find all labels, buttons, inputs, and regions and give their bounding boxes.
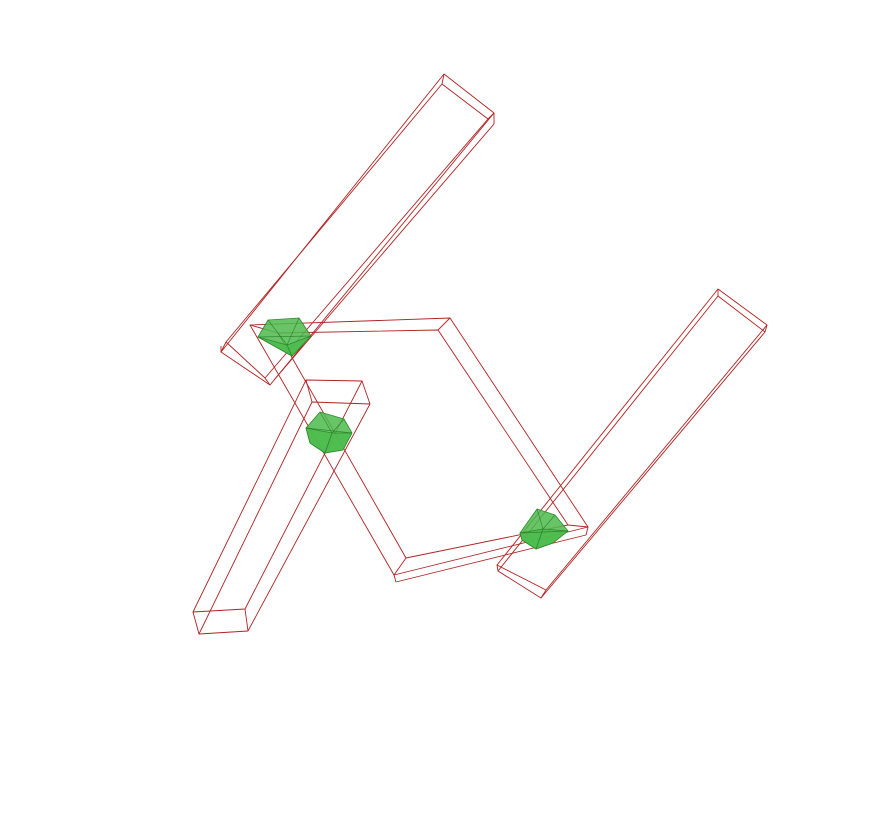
joint-cube-face [286,335,312,357]
joint-edge [257,335,312,338]
link-edge [273,123,495,381]
joint-edge [519,530,569,534]
link-edge [764,324,768,333]
link-right-arm[interactable] [496,288,768,599]
joint-bottom-right[interactable] [519,508,569,550]
link-edge [264,377,271,386]
joint-edge [319,411,333,434]
frame-edge [395,534,587,583]
link-edge [441,73,445,85]
link-edge [220,341,227,353]
joint-cube-face [535,528,569,550]
frame-edge [567,524,589,528]
link-edge [487,112,495,120]
frame-edge [393,574,397,583]
link-edge [361,380,371,405]
joint-edge [542,514,556,530]
link-center-frame[interactable] [249,317,589,583]
frame-edge [393,557,407,576]
joint-top-left[interactable] [257,317,312,357]
joint-edge [267,319,288,346]
joint-edge [305,427,353,434]
frame-edge [585,526,589,536]
joint-edge [331,418,345,434]
joint-center[interactable] [305,411,353,454]
link-edge [540,589,547,599]
link-lower-left-arm[interactable] [192,379,371,635]
link-edge [192,611,200,635]
link-upper-left-arm[interactable] [220,73,495,386]
joint-edge [286,317,300,346]
joint-edge [536,508,544,530]
link-edge [305,379,313,403]
joint-cube-face [324,432,353,454]
link-edge [496,564,499,572]
frame-edge [437,317,451,331]
link-edge [244,608,249,632]
